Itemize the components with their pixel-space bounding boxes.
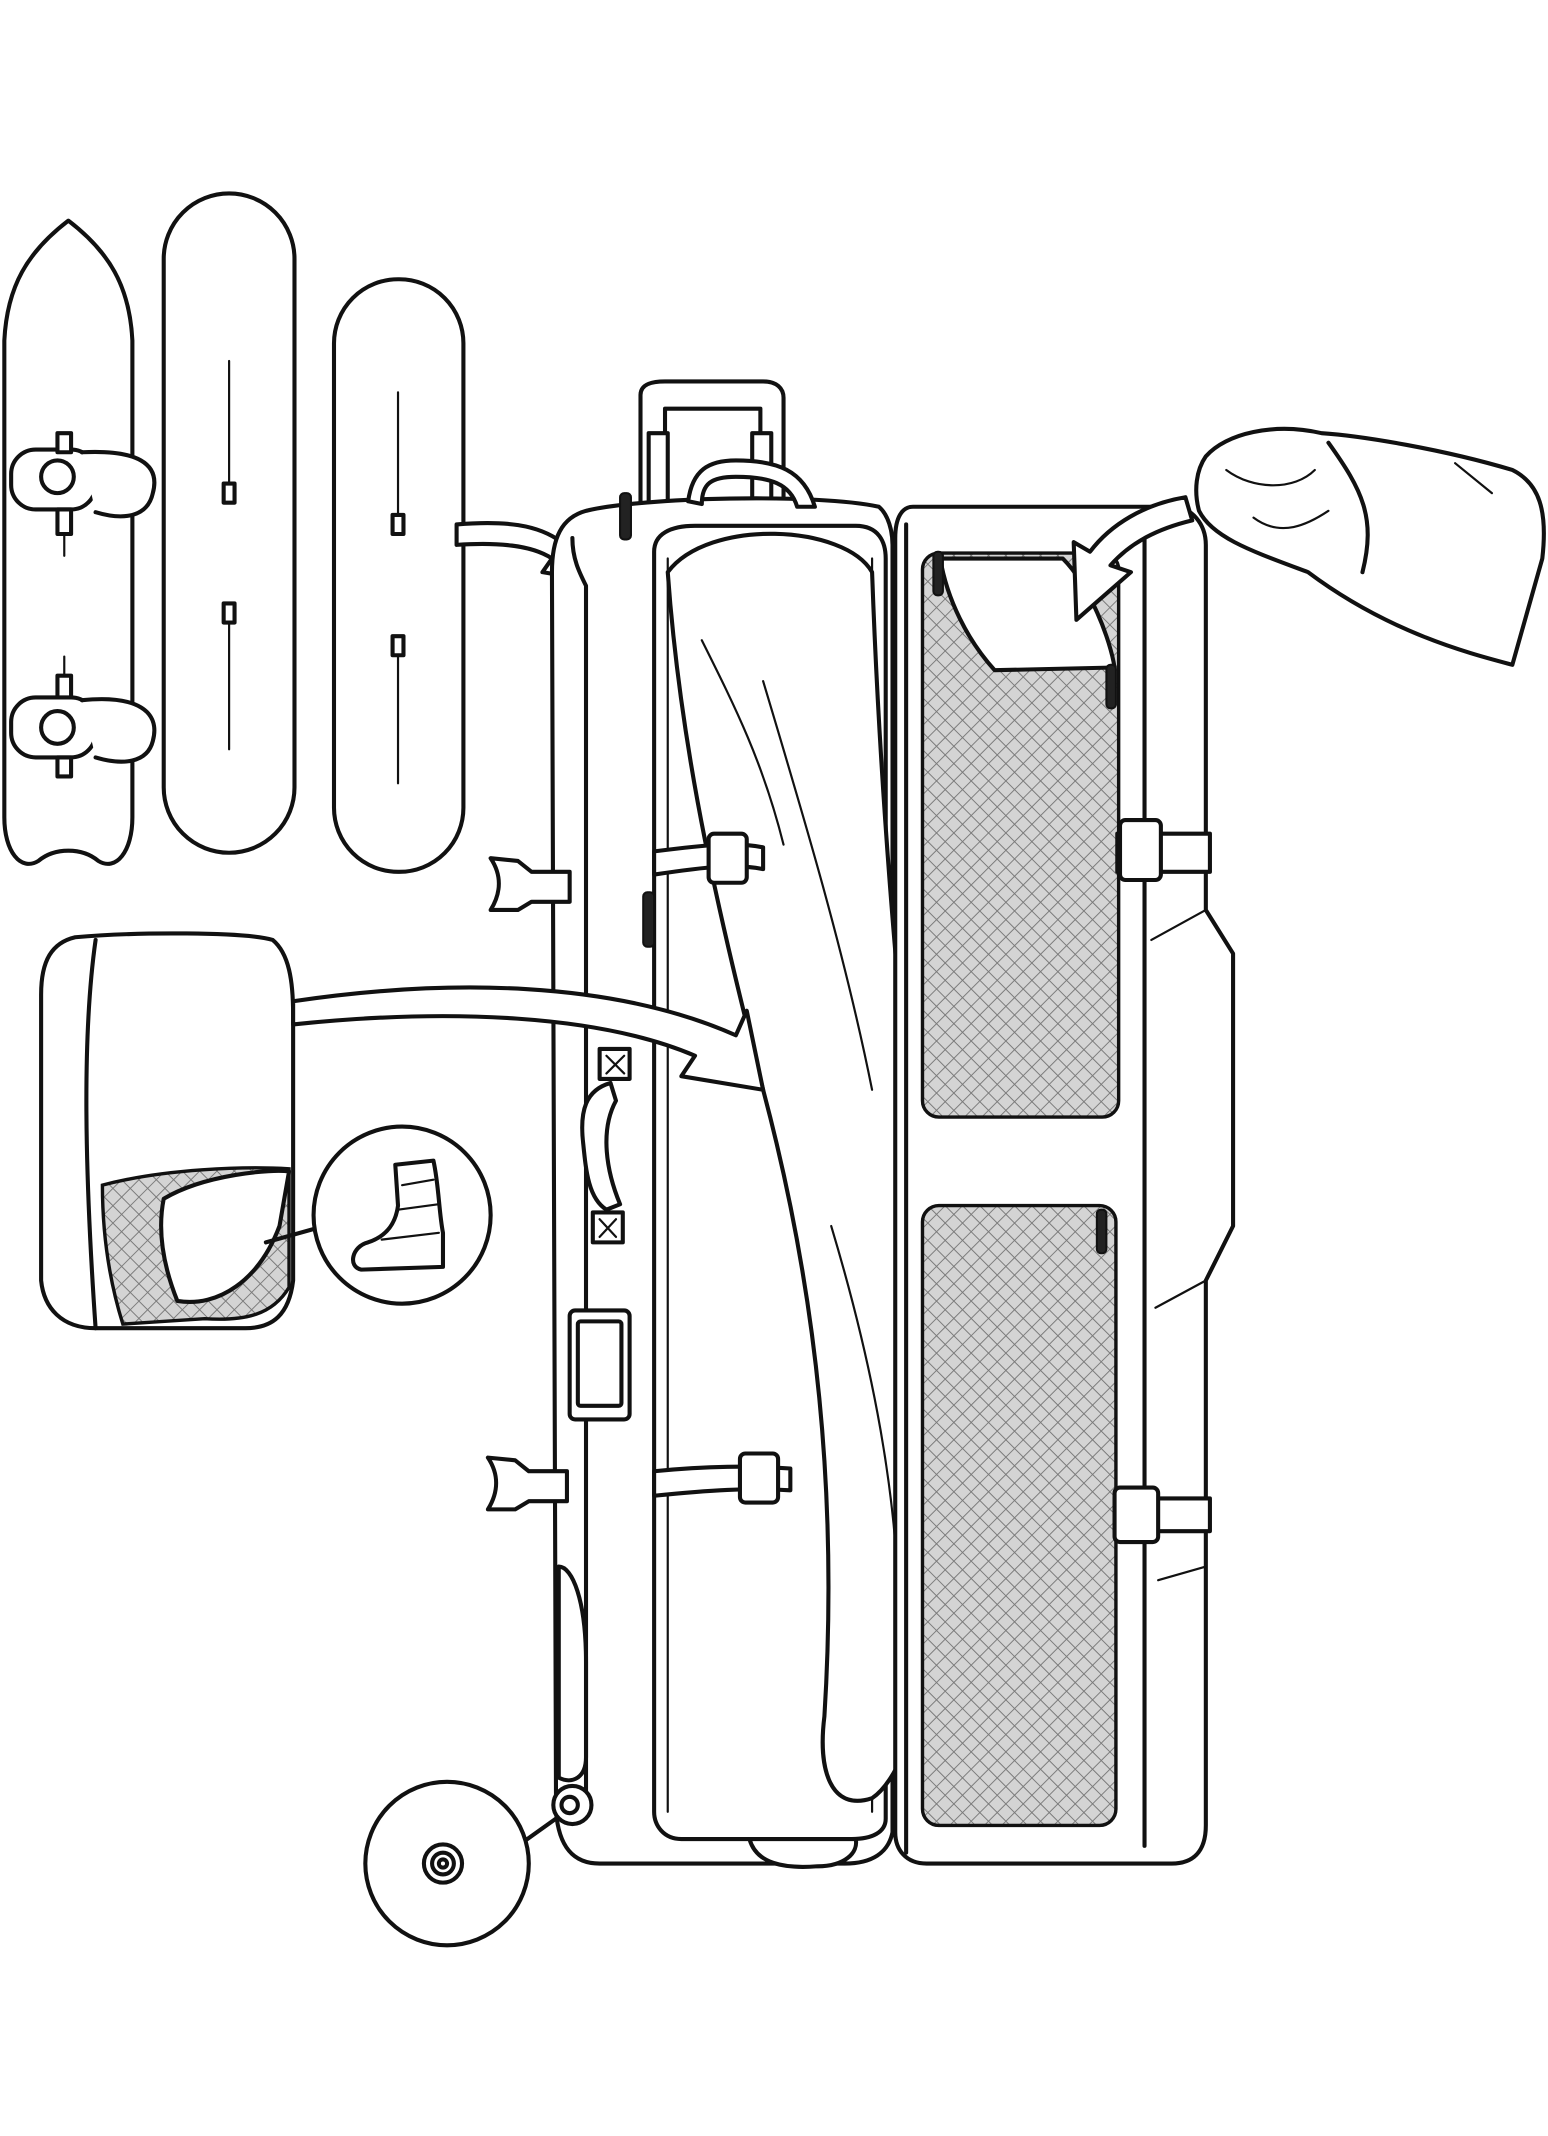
right-strap-upper bbox=[1115, 818, 1212, 883]
carry-handle-top bbox=[686, 458, 817, 509]
snowboard-plain-1 bbox=[161, 191, 297, 855]
side-buckle-lower bbox=[485, 1455, 569, 1512]
side-buckle-upper bbox=[488, 856, 572, 913]
snowboard-with-bindings bbox=[2, 218, 157, 866]
boot-bag bbox=[39, 931, 296, 1331]
trolley-handle bbox=[638, 379, 786, 511]
binding-rear-icon bbox=[9, 655, 157, 779]
arrow-bootbag-to-bag bbox=[291, 985, 766, 1092]
mesh-pocket-lower bbox=[920, 1203, 1118, 1828]
arrow-outerwear-to-bag bbox=[1071, 495, 1195, 622]
binding-front-icon bbox=[9, 431, 157, 557]
roller-bag-open bbox=[485, 379, 1236, 1869]
wheel-icon bbox=[551, 1783, 594, 1827]
compression-strap-upper bbox=[652, 831, 766, 885]
id-window bbox=[567, 1308, 632, 1422]
snowboard-plain-2 bbox=[331, 277, 466, 874]
outerwear-bag bbox=[1194, 426, 1546, 667]
compression-strap-lower bbox=[652, 1451, 793, 1505]
right-strap-lower bbox=[1112, 1485, 1212, 1545]
wheel-detail-callout bbox=[363, 1779, 531, 1948]
boot-icon bbox=[351, 1158, 446, 1272]
boot-detail-callout bbox=[311, 1124, 493, 1306]
side-handle bbox=[580, 1046, 632, 1245]
